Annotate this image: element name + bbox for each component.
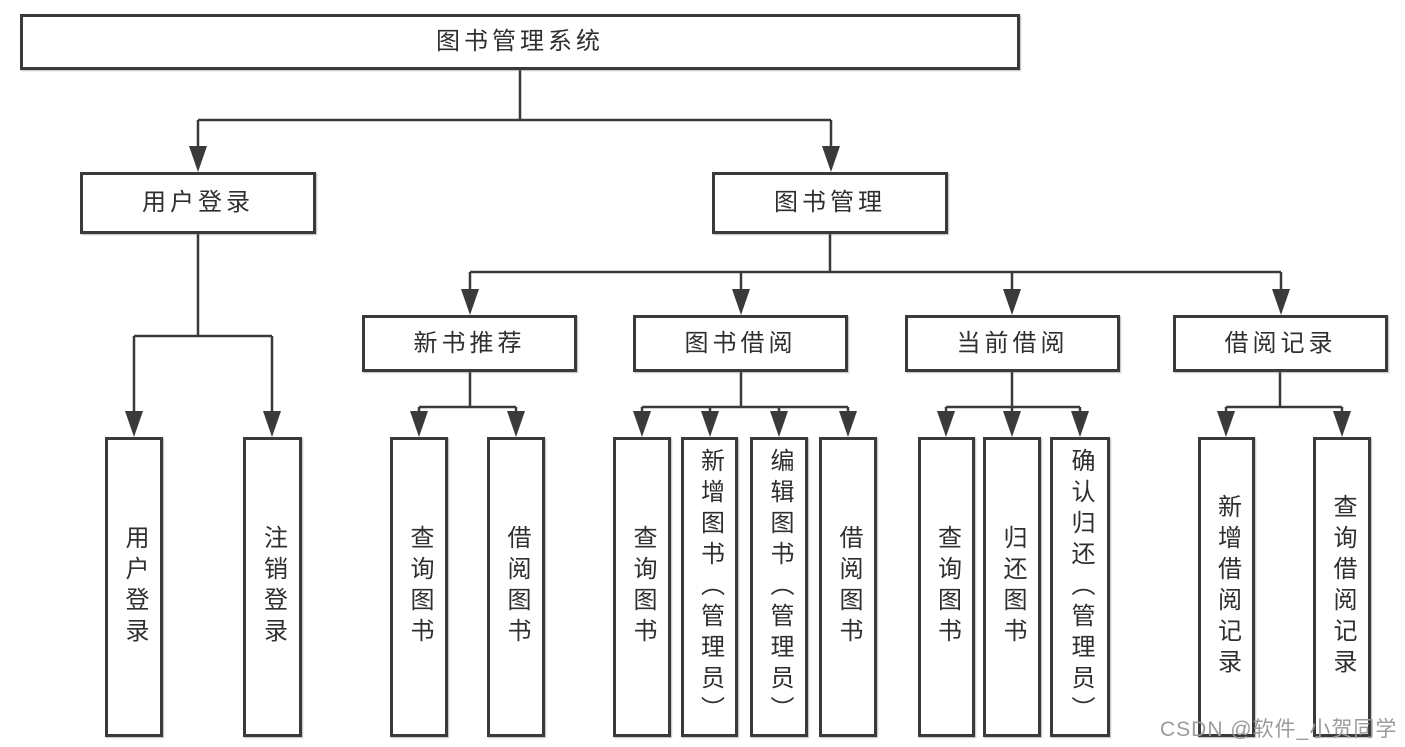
leaf-add-borrow-record: 新增借阅记录 — [1198, 437, 1255, 737]
leaf-query-books-recommend-label: 查询图书 — [406, 525, 433, 649]
leaf-return-books: 归还图书 — [983, 437, 1041, 737]
leaf-add-borrow-record-label: 新增借阅记录 — [1213, 494, 1241, 680]
leaf-confirm-return-admin-label: 确认归还（管理员） — [1067, 447, 1094, 727]
leaf-add-books-admin-label: 新增图书（管理员） — [696, 447, 724, 727]
node-borrow-records-label: 借阅记录 — [1224, 329, 1337, 357]
node-book-management-label: 图书管理 — [774, 189, 886, 216]
leaf-add-books-admin: 新增图书（管理员） — [681, 437, 738, 737]
leaf-user-login-label: 用户登录 — [121, 525, 148, 649]
leaf-borrow-books-recommend: 借阅图书 — [487, 437, 545, 737]
node-user-login: 用户登录 — [80, 172, 316, 234]
node-root-label: 图书管理系统 — [436, 28, 604, 55]
node-borrow-records: 借阅记录 — [1173, 315, 1388, 372]
leaf-user-login: 用户登录 — [105, 437, 163, 737]
leaf-query-borrow-record: 查询借阅记录 — [1313, 437, 1371, 737]
leaf-borrow-books: 借阅图书 — [819, 437, 877, 737]
node-current-borrow: 当前借阅 — [905, 315, 1120, 372]
leaf-query-books-borrow-label: 查询图书 — [629, 525, 656, 649]
leaf-query-books-recommend: 查询图书 — [390, 437, 448, 737]
leaf-edit-books-admin: 编辑图书（管理员） — [750, 437, 808, 737]
node-user-login-label: 用户登录 — [142, 189, 254, 216]
node-new-book-recommend-label: 新书推荐 — [413, 329, 526, 357]
leaf-query-books-borrow: 查询图书 — [613, 437, 671, 737]
leaf-query-books-current: 查询图书 — [918, 437, 975, 737]
node-current-borrow-label: 当前借阅 — [956, 329, 1069, 357]
leaf-borrow-books-label: 借阅图书 — [835, 525, 862, 649]
leaf-return-books-label: 归还图书 — [999, 525, 1026, 649]
leaf-edit-books-admin-label: 编辑图书（管理员） — [766, 447, 793, 727]
leaf-query-borrow-record-label: 查询借阅记录 — [1329, 494, 1356, 680]
node-book-borrow: 图书借阅 — [633, 315, 848, 372]
leaf-confirm-return-admin: 确认归还（管理员） — [1050, 437, 1110, 737]
leaf-logout: 注销登录 — [243, 437, 302, 737]
arrowheads — [125, 146, 1351, 437]
connector-strokes — [132, 69, 1344, 414]
node-book-management: 图书管理 — [712, 172, 948, 234]
node-root: 图书管理系统 — [20, 14, 1020, 70]
leaf-logout-label: 注销登录 — [259, 525, 287, 649]
node-new-book-recommend: 新书推荐 — [362, 315, 577, 372]
leaf-query-books-current-label: 查询图书 — [933, 525, 961, 649]
node-book-borrow-label: 图书借阅 — [684, 329, 797, 357]
leaf-borrow-books-recommend-label: 借阅图书 — [503, 525, 530, 649]
watermark: CSDN @软件_小贺同学 — [1160, 718, 1398, 741]
